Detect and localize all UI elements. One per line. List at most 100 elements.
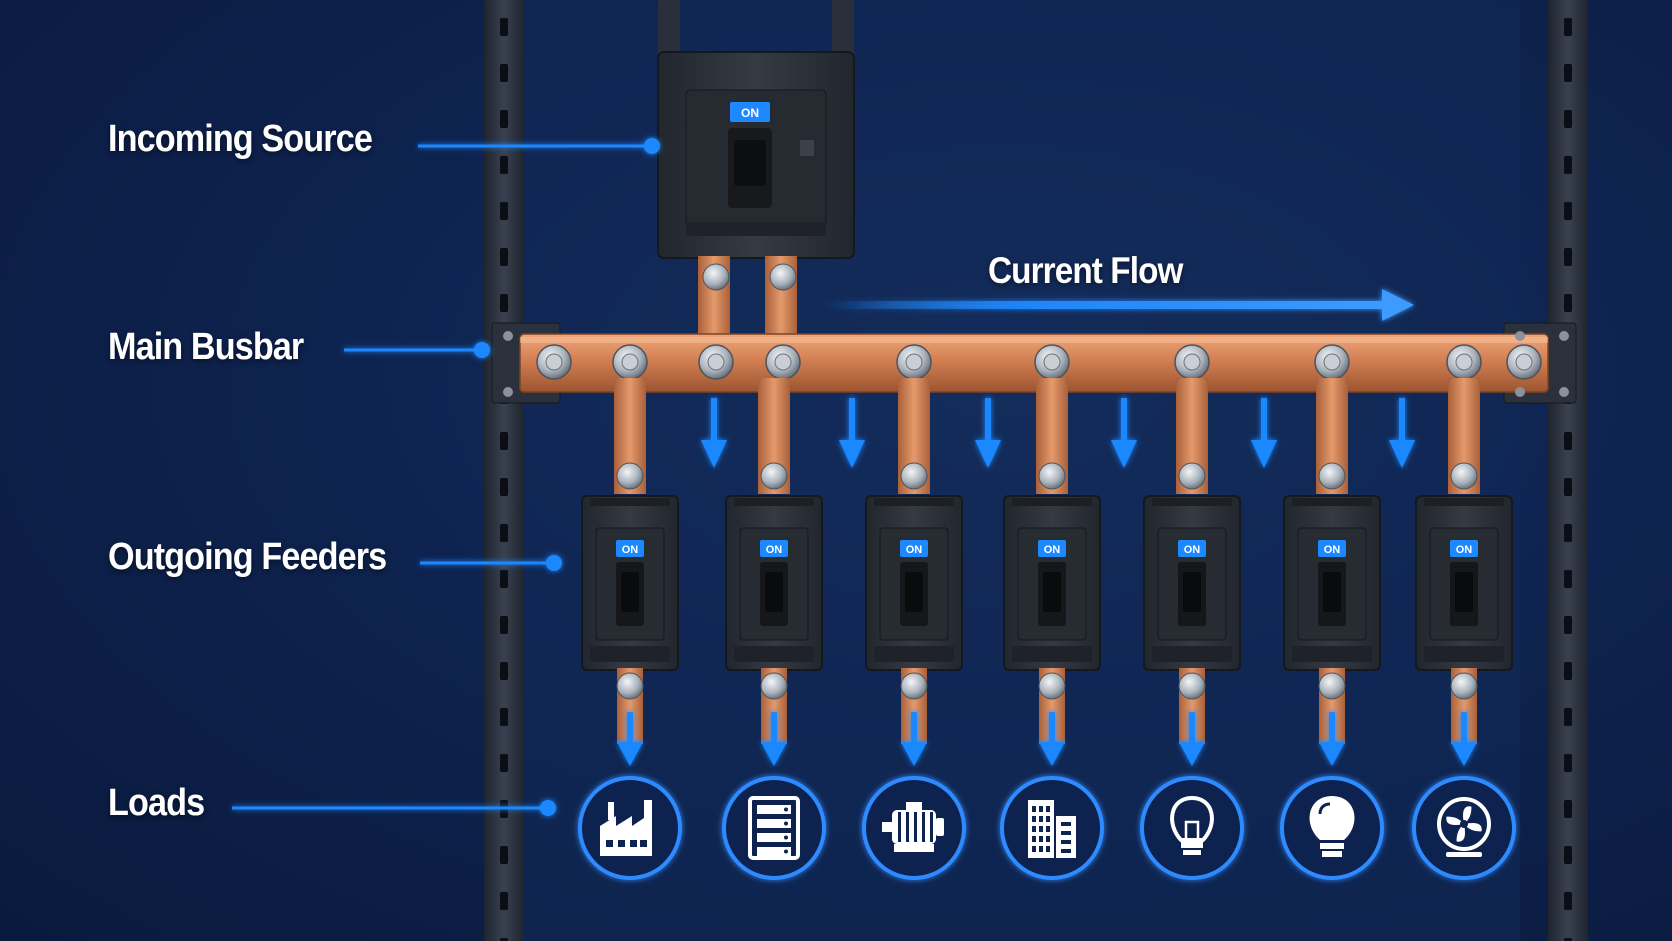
load-light-bulb [1140, 776, 1244, 880]
feeder-on-label: ON [766, 544, 783, 556]
feeder-bolt [1450, 462, 1478, 490]
feeder-on-indicator [760, 540, 788, 557]
label-main-busbar: Main Busbar [108, 326, 304, 368]
feeder-breaker: ON [865, 495, 963, 671]
load-fan [1412, 776, 1516, 880]
feeder-toggle-switch [1183, 572, 1201, 612]
feeder-breaker: ON [1143, 495, 1241, 671]
feeder-output-bolt [900, 672, 928, 700]
feeder-output-bolt [1450, 672, 1478, 700]
leader-dot-feeders [546, 555, 562, 571]
outgoing-feeder: ON [1280, 378, 1384, 880]
load-server-rack [722, 776, 826, 880]
feeder-breaker: ON [1283, 495, 1381, 671]
feeder-output-bolt [616, 672, 644, 700]
feeder-output-bolt [760, 672, 788, 700]
feeder-on-indicator [1178, 540, 1206, 557]
load-factory [578, 776, 682, 880]
load-flow-arrow [1451, 712, 1477, 766]
feeder-on-label: ON [1324, 544, 1341, 556]
incoming-breaker: ON [657, 51, 855, 259]
feeder-output-bolt [1178, 672, 1206, 700]
outgoing-feeder: ON [722, 378, 826, 880]
load-flow-arrow [761, 712, 787, 766]
label-outgoing-feeders: Outgoing Feeders [108, 536, 387, 578]
feeder-on-label: ON [1044, 544, 1061, 556]
feeder-bolt [900, 462, 928, 490]
feeder-on-label: ON [622, 544, 639, 556]
feeder-on-indicator [1038, 540, 1066, 557]
down-flow-arrow [839, 398, 865, 468]
motor-icon [882, 802, 944, 852]
down-flow-arrow [1251, 398, 1277, 468]
load-flow-arrow [1319, 712, 1345, 766]
leader-lines [232, 138, 660, 816]
leader-dot-busbar [474, 342, 490, 358]
load-building [1000, 776, 1104, 880]
load-flow-arrow [1179, 712, 1205, 766]
feeder-toggle-switch [1043, 572, 1061, 612]
main-busbar [519, 333, 1549, 393]
feeder-toggle-switch [621, 572, 639, 612]
load-flow-arrow [901, 712, 927, 766]
feeder-on-indicator [900, 540, 928, 557]
down-flow-arrow [701, 398, 727, 468]
feeder-bolt [1318, 462, 1346, 490]
feeder-breaker: ON [1415, 495, 1513, 671]
feeder-toggle-switch [905, 572, 923, 612]
feeder-on-indicator [1318, 540, 1346, 557]
feeder-toggle-switch [765, 572, 783, 612]
feeder-bolt [1038, 462, 1066, 490]
label-current-flow: Current Flow [988, 250, 1183, 291]
busbar-bolts [503, 331, 1569, 397]
load-motor [862, 776, 966, 880]
breaker-mount-right [832, 0, 854, 62]
feeder-breaker: ON [581, 495, 679, 671]
feeder-output-bolt [1318, 672, 1346, 700]
outgoing-feeder: ON [1000, 378, 1104, 880]
leader-dot-loads [540, 800, 556, 816]
feeder-bolt [760, 462, 788, 490]
load-lamp [1280, 776, 1384, 880]
incoming-on-indicator [730, 102, 770, 122]
feeder-on-indicator [1450, 540, 1478, 557]
outgoing-feeder: ON [578, 378, 682, 880]
server-rack-icon [748, 796, 800, 860]
load-flow-arrow [1039, 712, 1065, 766]
right-frame-rail [1548, 0, 1588, 941]
feeder-output-bolt [1038, 672, 1066, 700]
down-flow-arrow [975, 398, 1001, 468]
building-icon [1028, 800, 1076, 858]
breaker-mount-left [658, 0, 680, 62]
feeder-on-indicator [616, 540, 644, 557]
feeder-on-label: ON [1184, 544, 1201, 556]
outgoing-feeder: ON [1140, 378, 1244, 880]
incoming-toggle-switch [734, 140, 766, 186]
outgoing-feeder: ON [1412, 378, 1516, 880]
feeder-breaker: ON [725, 495, 823, 671]
feeder-on-label: ON [1456, 544, 1473, 556]
feeder-on-label: ON [906, 544, 923, 556]
light-bulb-icon [1170, 795, 1214, 855]
fan-icon [1437, 797, 1491, 857]
lamp-icon [1309, 796, 1355, 857]
outgoing-feeder: ON [862, 378, 966, 880]
feeder-toggle-switch [1323, 572, 1341, 612]
down-flow-arrow [1389, 398, 1415, 468]
label-loads: Loads [108, 782, 205, 824]
factory-icon [600, 800, 652, 856]
feeder-bolt [616, 462, 644, 490]
label-incoming-source: Incoming Source [108, 118, 373, 160]
down-flow-arrow [1111, 398, 1137, 468]
load-flow-arrow [617, 712, 643, 766]
feeder-breaker: ON [1003, 495, 1101, 671]
leader-dot-incoming [644, 138, 660, 154]
incoming-on-label: ON [741, 106, 759, 120]
left-frame-rail [484, 0, 524, 941]
current-flow-arrow [826, 289, 1414, 321]
feeder-toggle-switch [1455, 572, 1473, 612]
feeder-bolt [1178, 462, 1206, 490]
incoming-copper-links [698, 256, 797, 342]
